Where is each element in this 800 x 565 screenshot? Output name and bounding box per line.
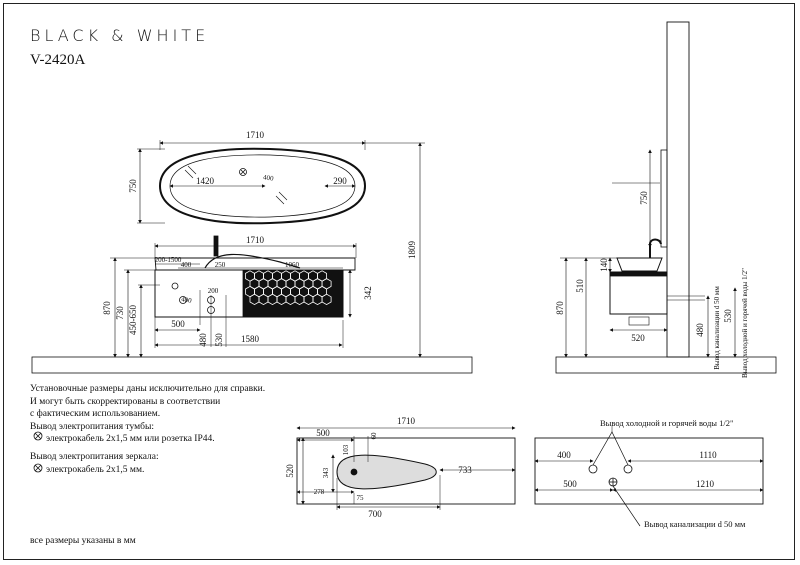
disclaimer-line: И могут быть скорректированы в соответст… <box>30 396 221 407</box>
dim-top-278: 278 <box>314 488 325 496</box>
disclaimer-line: с фактическим использованием. <box>30 409 161 419</box>
wall-view-labels: Вывод холодной и горячей воды 1/2" 400 1… <box>557 418 746 529</box>
dim-off-400: 400 <box>181 261 192 269</box>
dim-mirror-inner: 1420 <box>196 176 215 186</box>
hot-water-outlet <box>623 464 633 474</box>
cabinet-power-title: Вывод электропитания тумбы: <box>30 421 155 432</box>
mirror-power-spec: электрокабель 2х1,5 мм. <box>46 464 145 475</box>
wall-plan <box>534 437 764 505</box>
dim-wall-400: 400 <box>557 450 571 460</box>
dim-w-500: 500 <box>171 319 185 329</box>
dim-mirror-height: 750 <box>128 179 138 193</box>
cabinet-side <box>609 271 668 315</box>
dim-mirror-marker: 400 <box>263 173 275 182</box>
floor-side <box>555 356 777 374</box>
dim-cab-height: 342 <box>363 286 373 300</box>
mirror-power-symbol <box>33 463 43 473</box>
dim-wall-500: 500 <box>563 479 577 489</box>
cabinet-power-icon <box>171 282 179 290</box>
dim-side-mirror: 750 <box>639 191 649 205</box>
dim-wall-1110: 1110 <box>699 450 717 460</box>
wall-side <box>666 21 690 358</box>
wall-water-label: Вывод холодной и горячей воды 1/2" <box>600 418 733 428</box>
cold-water-outlet <box>588 464 598 474</box>
dim-mirror-right: 290 <box>333 176 347 186</box>
mirror-power-title: Вывод электропитания зеркала: <box>30 452 159 462</box>
disclaimer-line: Установочные размеры даны исключительно … <box>30 384 266 394</box>
side-drain-label: Вывод канализации d 50 мм <box>713 286 721 370</box>
drawing-frame <box>3 3 795 560</box>
floor-front <box>31 356 473 374</box>
dim-top-depth: 520 <box>285 464 295 478</box>
dim-top-width: 1710 <box>246 235 265 245</box>
dim-top-basin-length: 733 <box>458 465 472 475</box>
dim-side-counter: 510 <box>575 279 585 293</box>
dim-side-total: 870 <box>555 301 565 315</box>
dim-side-basin: 140 <box>599 258 609 272</box>
dim-h-530: 530 <box>214 333 224 347</box>
basin-top-view <box>336 454 437 490</box>
dim-side-depth: 520 <box>631 333 645 343</box>
dim-h-870: 870 <box>102 301 112 315</box>
dim-h-730: 730 <box>115 306 125 320</box>
dim-side-water: 530 <box>723 309 733 323</box>
dim-off-left: 200-1500 <box>155 256 182 264</box>
dim-top-343: 343 <box>322 467 330 478</box>
dim-wall-1210: 1210 <box>696 479 715 489</box>
dim-top-left: 500 <box>316 428 330 438</box>
mirror-power-icon <box>239 168 247 176</box>
hex-cell <box>321 293 332 306</box>
dim-top-60: 60 <box>370 432 378 440</box>
dim-top-total: 1710 <box>397 416 416 426</box>
cabinet-power-symbol <box>33 431 43 441</box>
dim-total-height: 1809 <box>407 241 417 260</box>
wall-drain-label: Вывод канализации d 50 мм <box>644 519 746 529</box>
cabinet-power-spec: электрокабель 2х1,5 мм или розетка IP44. <box>46 434 215 444</box>
dim-top-basin-width: 700 <box>368 509 382 519</box>
basin-side <box>616 257 663 272</box>
dim-h-480: 480 <box>198 333 208 347</box>
dim-off-1060: 1060 <box>285 261 300 269</box>
dim-hole-200: 200 <box>208 287 219 295</box>
top-view-labels: 1710 500 60 103 733 520 343 278 75 700 <box>285 416 472 519</box>
dim-mirror-width: 1710 <box>246 130 265 140</box>
dim-top-75: 75 <box>357 494 365 502</box>
model-number: V-2420A <box>30 52 86 68</box>
dim-h-450-650: 450-650 <box>128 305 138 335</box>
mirror-power-note: Вывод электропитания зеркала: электрокаб… <box>30 451 159 476</box>
disclaimer-note: Установочные размеры даны исключительно … <box>30 383 265 446</box>
units-note: все размеры указаны в мм <box>30 536 136 546</box>
brand-logo: BLACK & WHITE <box>30 26 210 45</box>
mirror-side <box>660 149 668 248</box>
dim-side-drain: 480 <box>695 323 705 337</box>
cabinet-hex-panel <box>242 269 344 318</box>
dim-w-1580: 1580 <box>241 334 260 344</box>
dim-off-250: 250 <box>215 261 226 269</box>
side-view-labels: 750 140 510 870 520 480 530 Вывод канали… <box>555 191 749 378</box>
front-view-labels: 1710 1420 290 400 750 1809 1710 200-1500… <box>102 130 417 347</box>
dim-hole-400: 400 <box>180 295 192 305</box>
side-water-label: Вывод холодной и горячей воды 1/2" <box>741 268 749 378</box>
dim-top-103: 103 <box>342 444 350 455</box>
